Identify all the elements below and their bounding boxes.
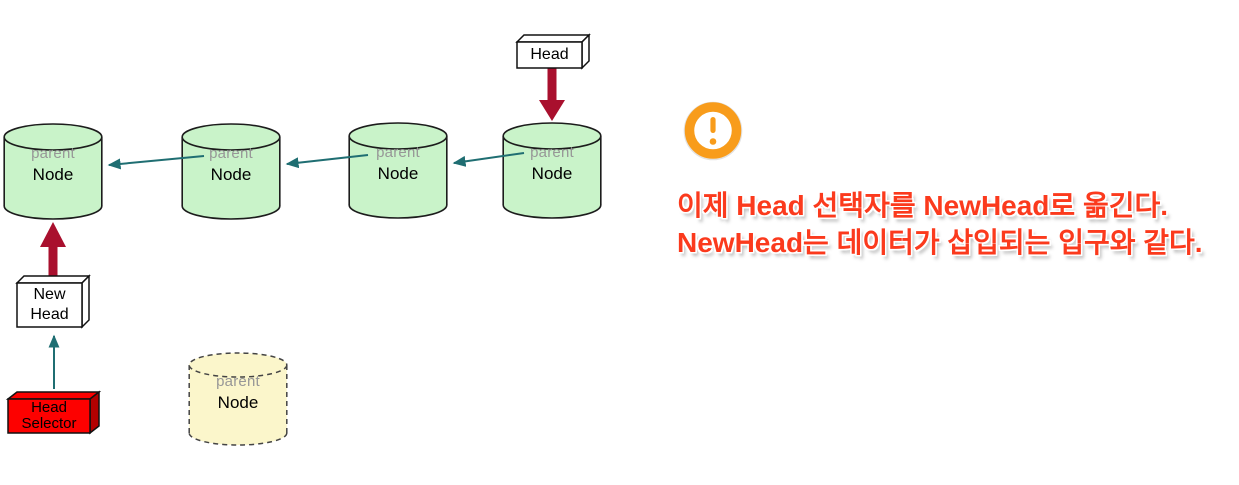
head-box-shape — [515, 33, 591, 70]
node-sublabel: parent — [530, 144, 574, 161]
head-selector-line2: Selector — [21, 415, 77, 432]
node-cylinder-shape — [3, 123, 103, 220]
new-head-box: New Head — [13, 270, 97, 334]
caption-line-1: 이제 Head 선택자를 NewHead로 옮긴다. — [677, 190, 1169, 221]
node-sublabel: parent — [376, 144, 420, 161]
caption-text: 이제 Head 선택자를 NewHead로 옮긴다. NewHead는 데이터가… — [677, 187, 1239, 261]
warning-exclamation-icon — [683, 100, 743, 162]
parent-node-3: parent Node — [348, 122, 448, 219]
node-label: Node — [531, 164, 573, 183]
node-cylinder-shape — [348, 122, 448, 219]
head-move-arrow — [539, 68, 565, 121]
node-label: Node — [377, 164, 419, 183]
head-selector-box: Head Selector — [4, 385, 108, 440]
head-box-label: Head — [530, 46, 569, 63]
node-sublabel: parent — [209, 145, 253, 162]
node-label: Node — [217, 393, 259, 412]
new-head-box-shape — [15, 274, 91, 329]
head-selector-line1: Head — [31, 399, 67, 416]
new-head-line1: New — [33, 286, 66, 303]
node-label: Node — [32, 165, 74, 184]
caption-line-2: NewHead는 데이터가 삽입되는 입구와 같다. — [677, 227, 1203, 258]
head-selector-label: Head Selector — [8, 400, 90, 432]
node-label: Node — [210, 165, 252, 184]
node-sublabel: parent — [216, 373, 260, 390]
new-head-line2: Head — [30, 306, 69, 323]
parent-node-1: parent Node — [3, 123, 103, 220]
parent-node-2: parent Node — [181, 123, 281, 220]
head-box: Head — [513, 29, 593, 75]
newhead-move-arrow — [40, 222, 66, 277]
parent-node-4: parent Node — [502, 122, 602, 219]
warning-exclamation-icon-shape — [683, 101, 743, 161]
ghost-parent-node: parent Node — [188, 352, 288, 446]
new-head-box-label: New Head — [17, 285, 82, 325]
head-selector-box-shape — [5, 390, 102, 435]
node-sublabel: parent — [31, 145, 75, 162]
ghost-node-cylinder-shape — [188, 352, 288, 446]
node-cylinder-shape — [181, 123, 281, 220]
node-cylinder-shape — [502, 122, 602, 219]
